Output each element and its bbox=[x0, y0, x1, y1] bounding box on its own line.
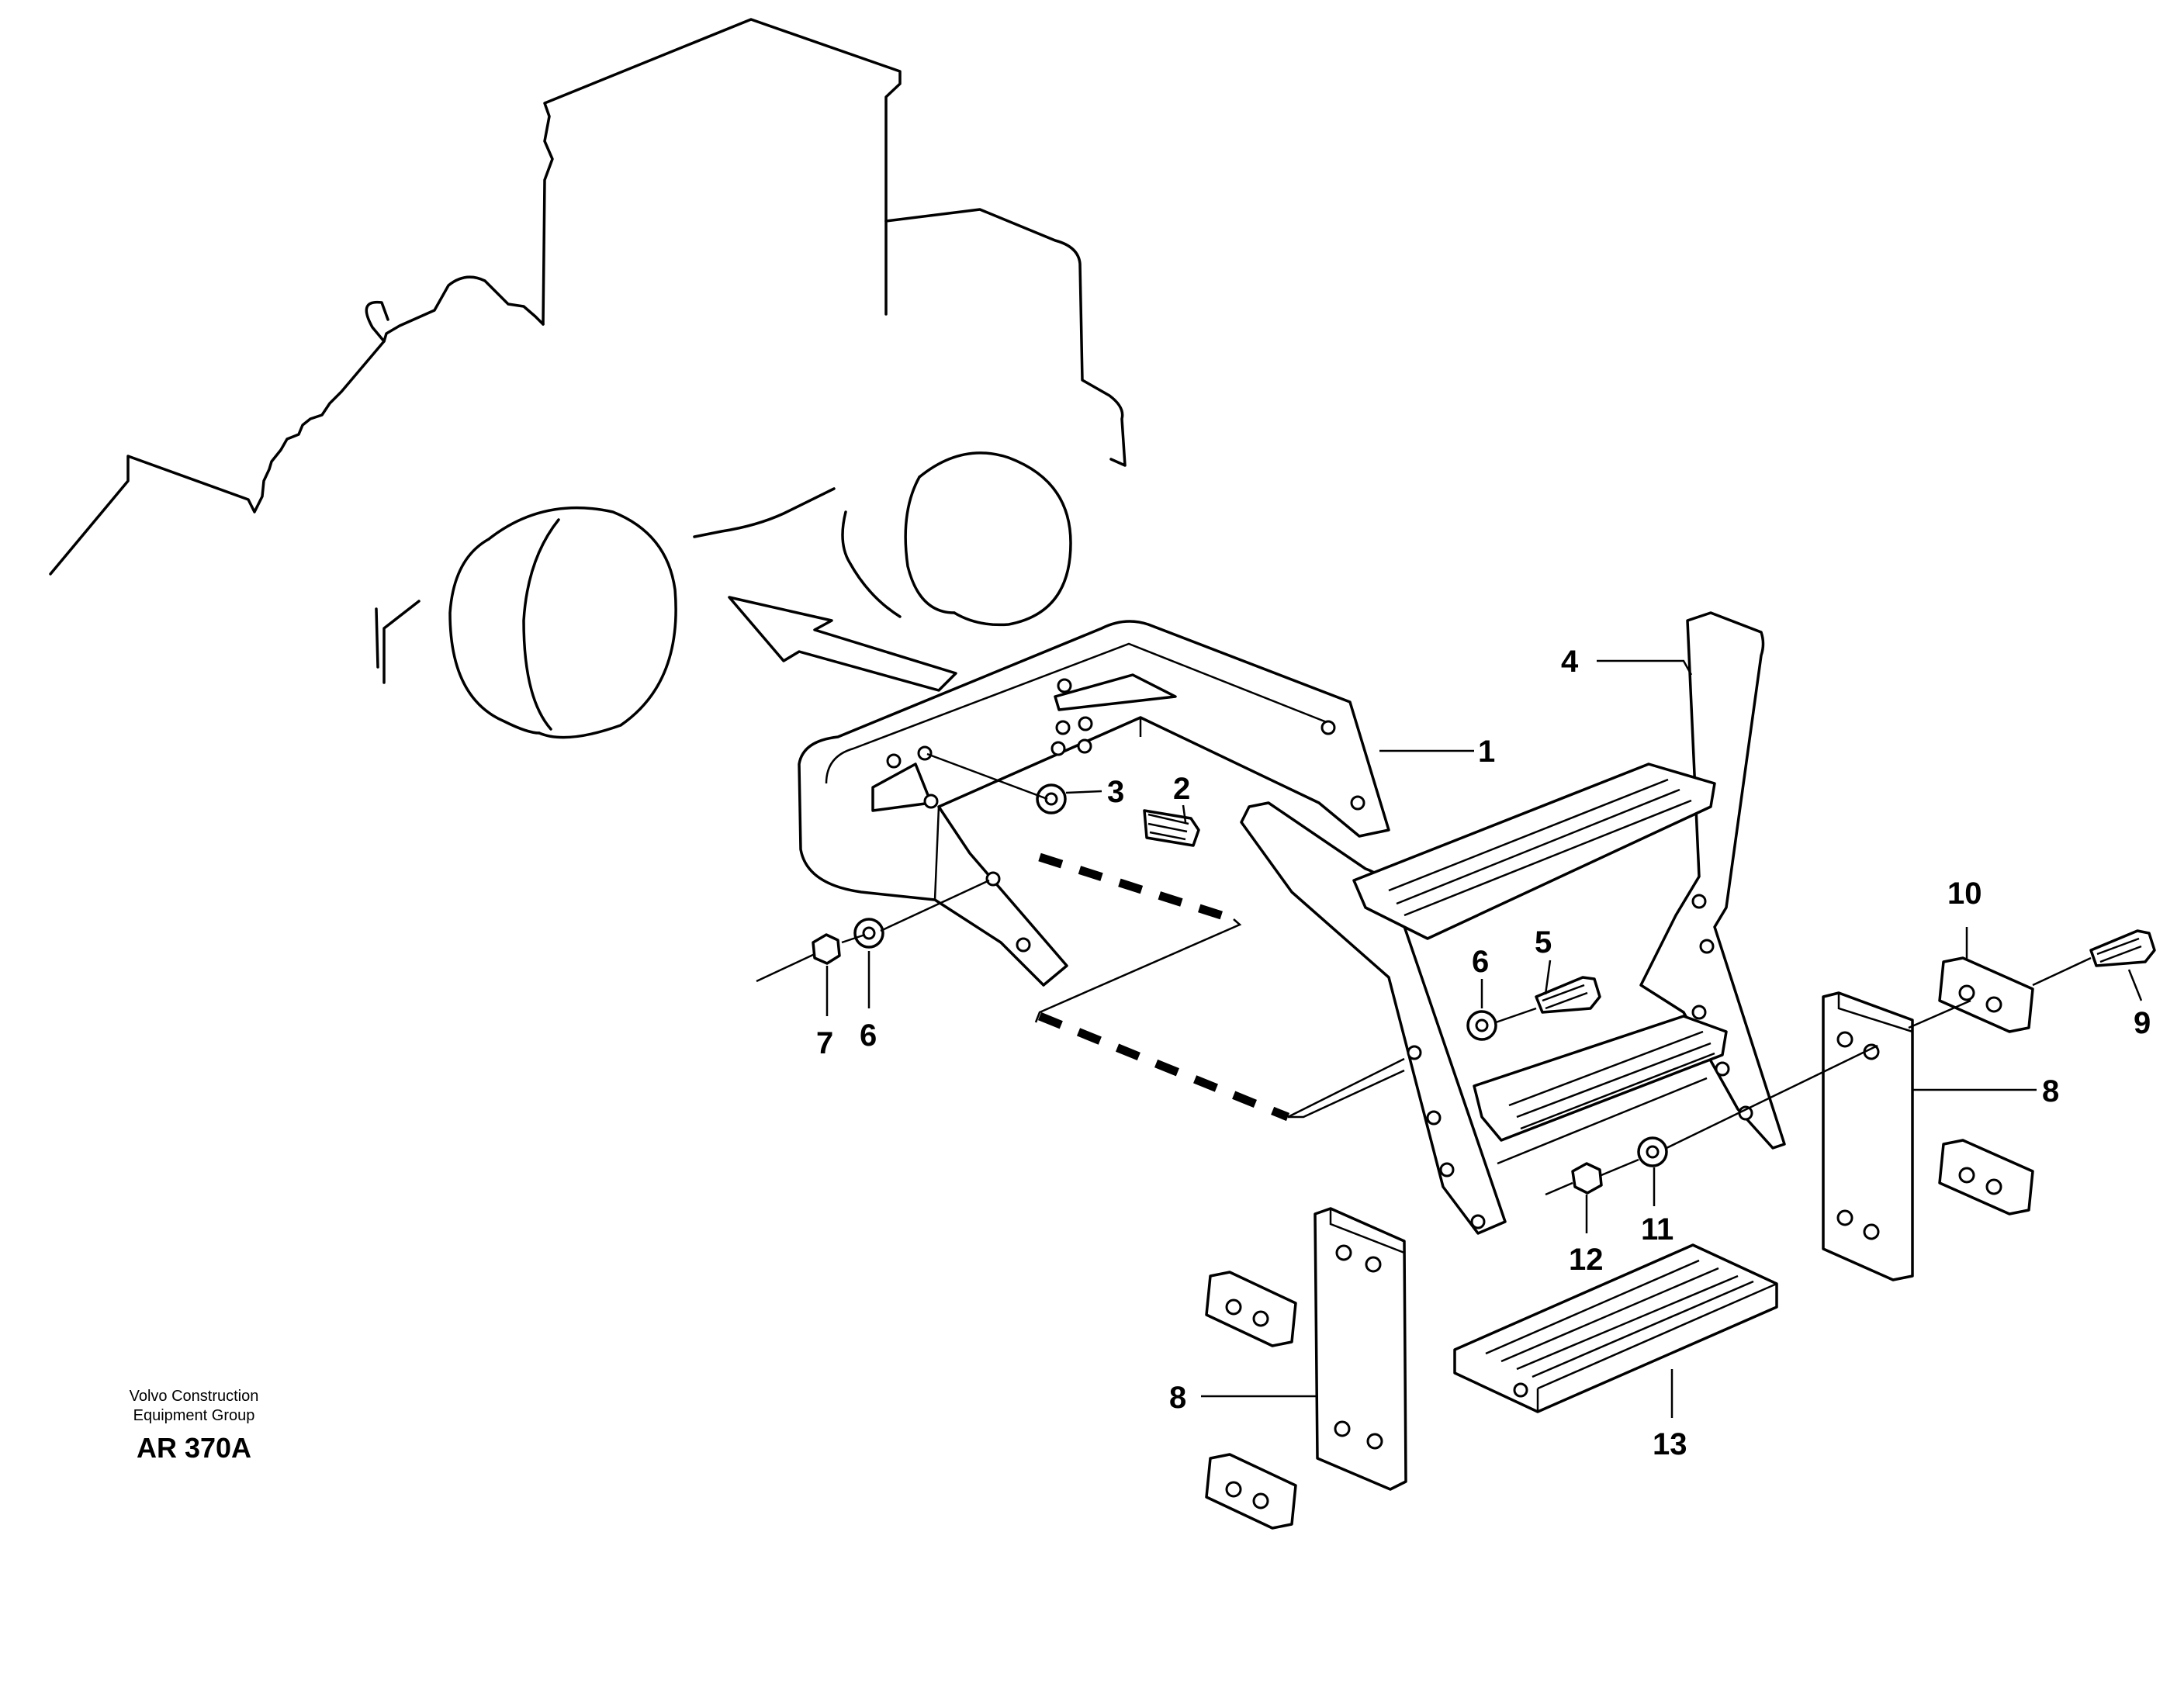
part-8-bracket-plate-right bbox=[1822, 991, 1914, 1281]
callout-10: 10 bbox=[1947, 877, 1982, 911]
clamp-plates bbox=[1205, 956, 2034, 1530]
callout-5: 5 bbox=[1535, 925, 1552, 960]
bolt-icon bbox=[2089, 929, 2156, 967]
callout-6b: 6 bbox=[860, 1018, 877, 1053]
company-name: Volvo Construction Equipment Group bbox=[101, 1387, 287, 1426]
callout-9: 9 bbox=[2134, 1006, 2151, 1040]
leader-lines bbox=[825, 659, 2143, 1418]
callout-6a: 6 bbox=[1472, 945, 1489, 979]
mounting-outline bbox=[1034, 852, 1405, 1122]
callout-7: 7 bbox=[816, 1026, 833, 1060]
callout-4: 4 bbox=[1561, 645, 1579, 679]
callout-11: 11 bbox=[1641, 1212, 1673, 1247]
wheel-loader-outline bbox=[49, 18, 1127, 739]
part-1-step-frame bbox=[798, 620, 1390, 987]
part-8-bracket-plate-left bbox=[1314, 1207, 1407, 1491]
drawing-code: AR 370A bbox=[136, 1432, 252, 1464]
callout-1: 1 bbox=[1478, 735, 1495, 769]
direction-arrow-icon bbox=[728, 596, 957, 692]
callout-labels: 1 2 3 4 5 6 6 7 8 8 9 10 11 12 13 bbox=[816, 645, 2151, 1461]
bolt-icon bbox=[1535, 976, 1601, 1014]
callout-13: 13 bbox=[1653, 1427, 1687, 1461]
callout-8b: 8 bbox=[2042, 1074, 2059, 1108]
callout-2: 2 bbox=[1173, 772, 1190, 806]
callout-8a: 8 bbox=[1169, 1381, 1186, 1415]
callout-3: 3 bbox=[1107, 775, 1124, 809]
nut-icon bbox=[812, 933, 841, 965]
company-line-1: Volvo Construction bbox=[129, 1388, 259, 1405]
part-4-ladder bbox=[1240, 611, 1786, 1235]
company-line-2: Equipment Group bbox=[133, 1407, 255, 1424]
nut-icon bbox=[1571, 1162, 1603, 1195]
part-13-step bbox=[1453, 1243, 1778, 1413]
callout-12: 12 bbox=[1569, 1243, 1604, 1277]
